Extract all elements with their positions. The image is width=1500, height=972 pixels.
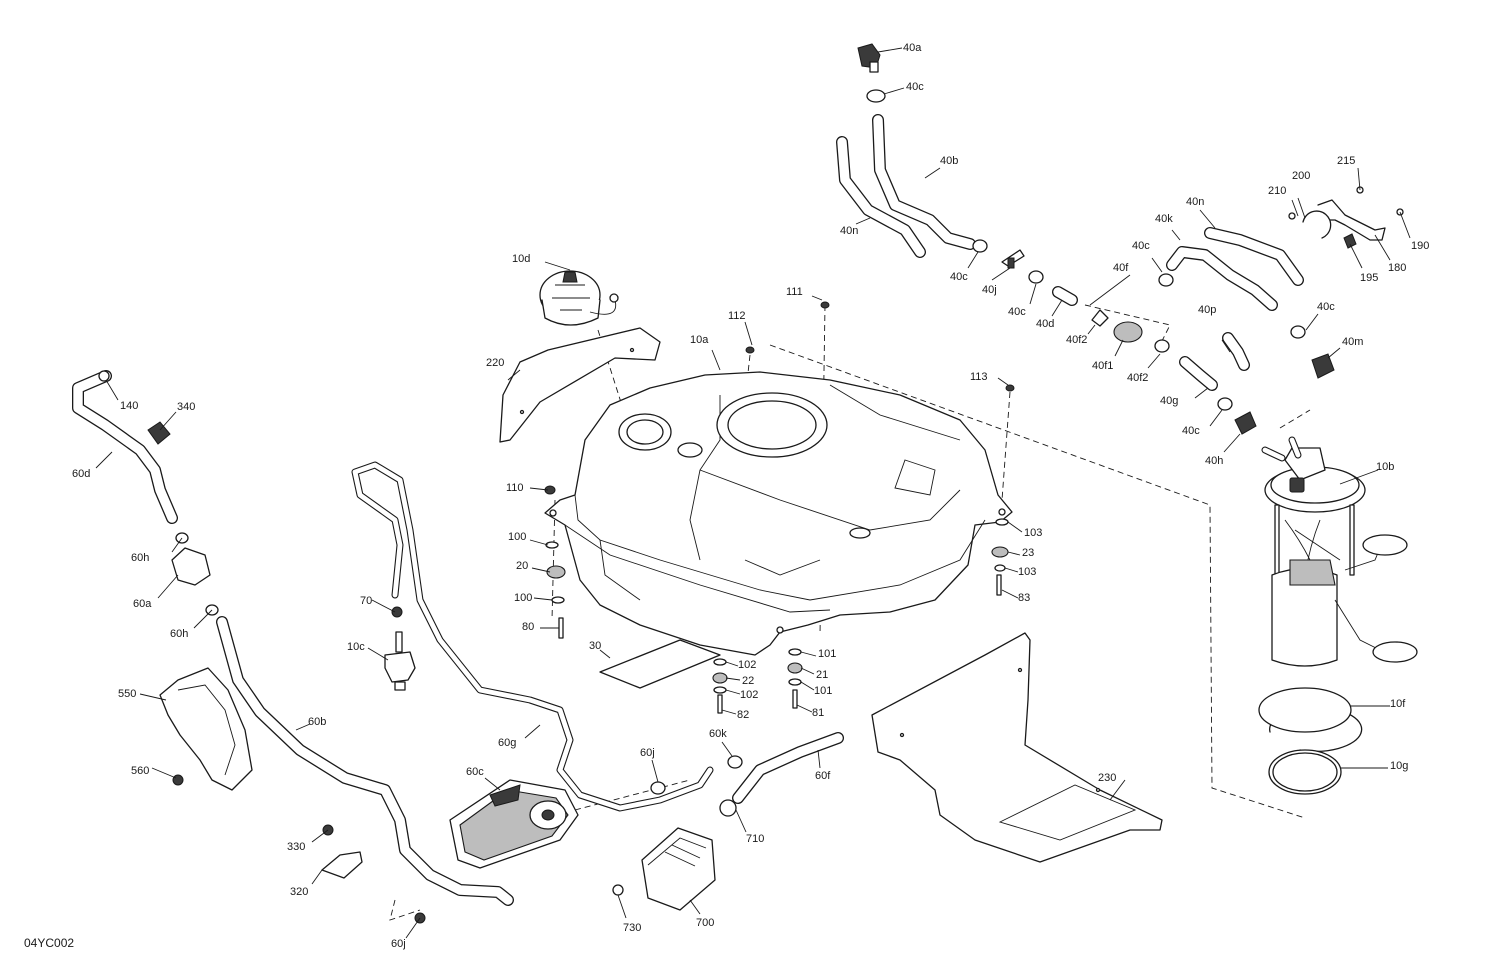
callout-550: 550 [118,688,137,700]
callout-195: 195 [1360,272,1379,284]
callout-110: 110 [506,482,524,494]
callout-40f2: 40f2 [1127,372,1149,384]
callout-200: 200 [1292,170,1311,182]
callout-60c: 60c [466,766,484,778]
callout-60a: 60a [133,598,152,610]
callout-80: 80 [522,621,535,633]
callout-60d: 60d [72,468,91,480]
callout-60g: 60g [498,737,517,749]
callout-100: 100 [508,531,527,543]
callout-40n: 40n [1186,196,1205,208]
callout-101: 101 [818,648,837,660]
callout-560: 560 [131,765,150,777]
vent-fittings [857,43,1335,435]
callout-180: 180 [1388,262,1407,274]
callout-81: 81 [812,707,825,719]
callout-10f: 10f [1390,698,1406,710]
callout-700: 700 [696,917,715,929]
callout-10a: 10a [690,334,709,346]
evap-module [612,827,716,911]
hose-clip [321,824,426,924]
callout-60j: 60j [391,938,406,950]
callout-330: 330 [287,841,306,853]
callout-40a: 40a [903,42,922,54]
callout-40f: 40f [1113,262,1129,274]
callout-730: 730 [623,922,642,934]
callout-40h: 40h [1205,455,1224,467]
leader-lines [95,47,1411,939]
callout-113: 113 [970,371,988,383]
drawing-reference: 04YC002 [24,936,75,950]
callout-40c: 40c [1182,425,1200,437]
callout-10c: 10c [347,641,365,653]
callout-40m: 40m [1342,336,1364,348]
callout-140: 140 [120,400,139,412]
callout-20: 20 [516,560,529,572]
callout-40b: 40b [940,155,959,167]
fasteners [544,301,1015,714]
callout-100: 100 [514,592,533,604]
callout-40k: 40k [1155,213,1173,225]
fuel-tank [544,371,1013,656]
callout-40c: 40c [906,81,924,93]
lock-rings [1258,687,1363,795]
callout-210: 210 [1268,185,1287,197]
heat-shield-upper [499,327,661,443]
callout-40n: 40n [840,225,859,237]
callout-103: 103 [1024,527,1043,539]
callout-83: 83 [1018,592,1031,604]
callout-21: 21 [816,669,829,681]
callout-70: 70 [360,595,373,607]
callout-10g: 10g [1390,760,1409,772]
callout-230: 230 [1098,772,1117,784]
callout-60k: 60k [709,728,727,740]
callout-103: 103 [1018,566,1037,578]
return-hose-group [351,461,844,817]
callout-102: 102 [740,689,759,701]
callout-340: 340 [177,401,196,413]
vapor-canister [449,779,579,869]
callout-190: 190 [1411,240,1430,252]
fuel-pump-module [1261,436,1418,667]
skid-plate [871,632,1163,863]
callout-40c: 40c [950,271,968,283]
callout-112: 112 [728,310,746,322]
callout-60h: 60h [131,552,150,564]
pad [599,639,721,689]
callout-40c: 40c [1132,240,1150,252]
callout-320: 320 [290,886,309,898]
callout-60f: 60f [815,770,831,782]
callout-82: 82 [737,709,750,721]
callout-111: 111 [786,286,803,298]
filler-hose-group [72,370,514,906]
callout-22: 22 [742,675,755,687]
callout-40j: 40j [982,284,997,296]
callout-101: 101 [814,685,833,697]
callout-40c: 40c [1317,301,1335,313]
callout-60b: 60b [308,716,327,728]
callout-40g: 40g [1160,395,1179,407]
callout-10b: 10b [1376,461,1395,473]
callout-30: 30 [589,640,602,652]
callout-10d: 10d [512,253,531,265]
callout-40c: 40c [1008,306,1026,318]
callout-40p: 40p [1198,304,1217,316]
callout-23: 23 [1022,547,1035,559]
drain-valve [384,606,416,691]
callout-215: 215 [1337,155,1356,167]
hose-bracket [1288,186,1404,249]
callout-710: 710 [746,833,765,845]
callout-40d: 40d [1036,318,1055,330]
callout-220: 220 [486,357,505,369]
callout-40f1: 40f1 [1092,360,1114,372]
callout-102: 102 [738,659,757,671]
callout-60j: 60j [640,747,655,759]
vent-hose-group [836,114,1304,391]
callout-40f2: 40f2 [1066,334,1088,346]
fuel-cap [539,270,619,326]
callout-60h: 60h [170,628,189,640]
